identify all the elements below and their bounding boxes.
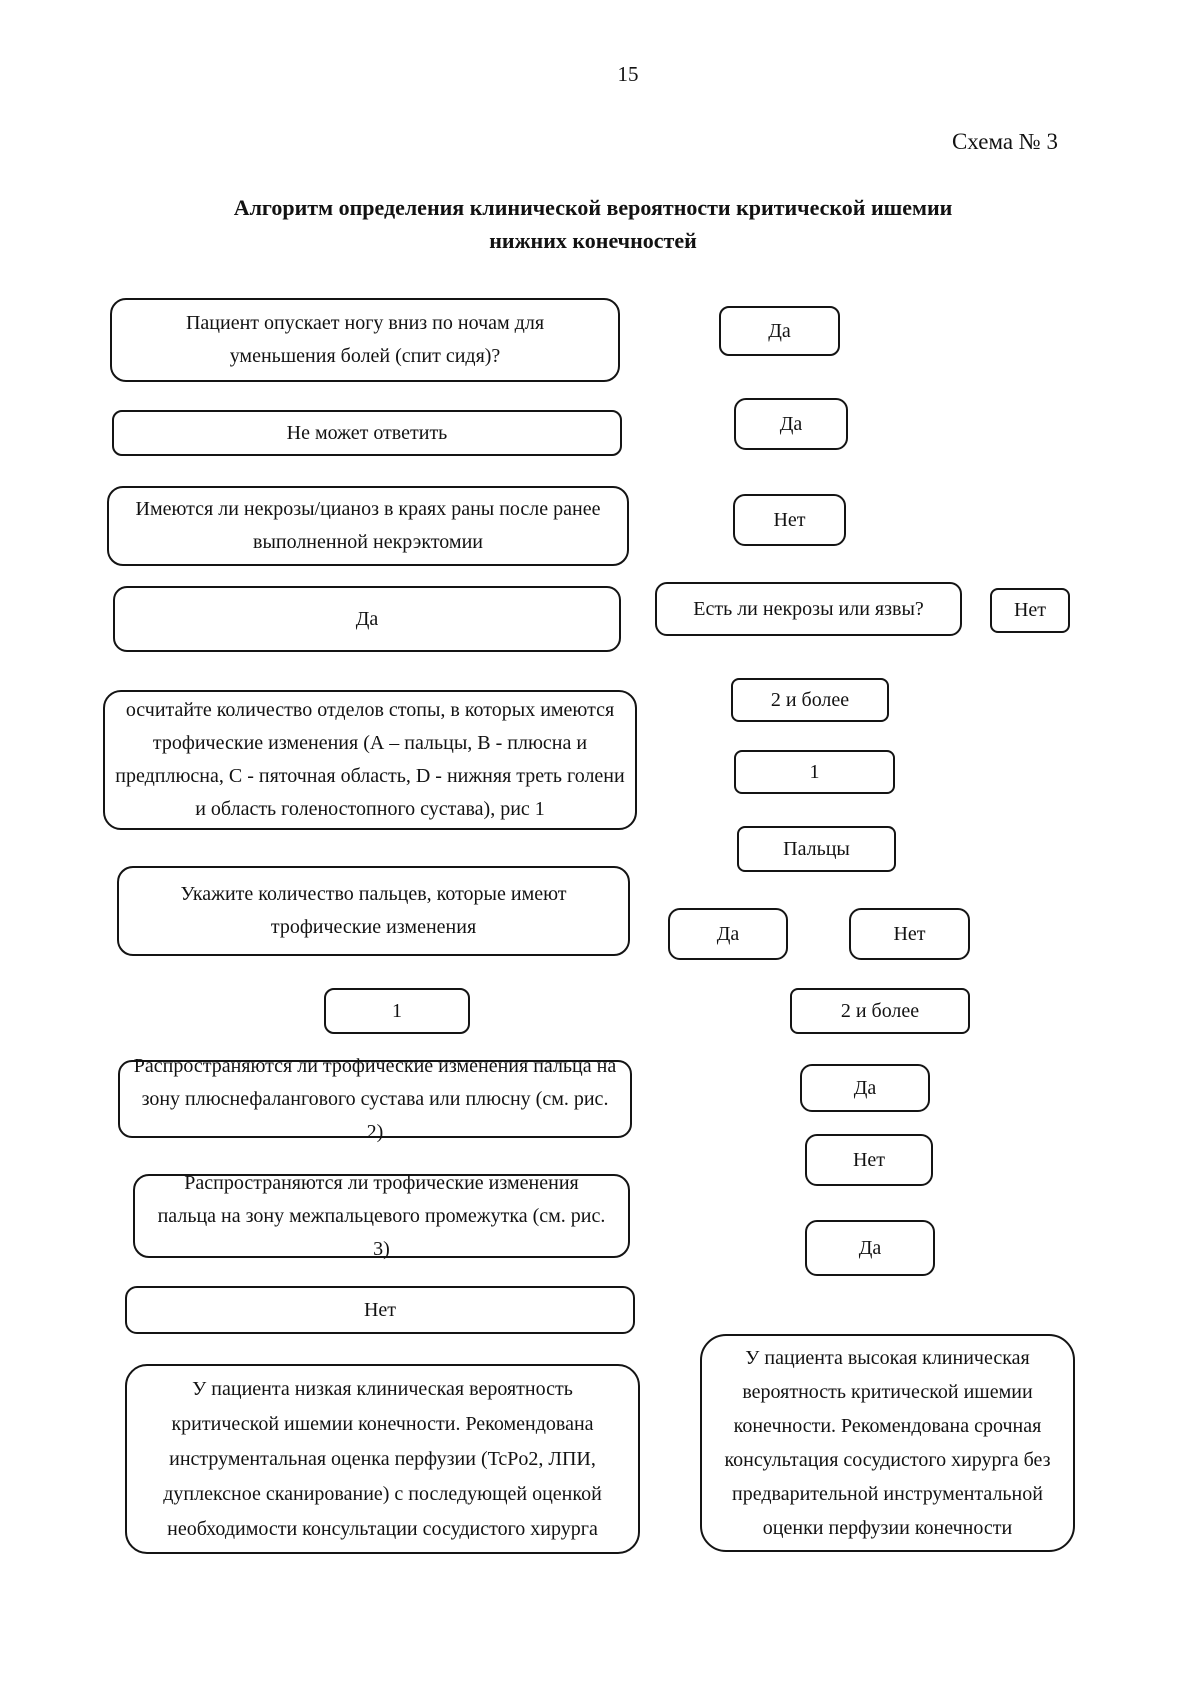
flowchart-box-night-pain-question: Пациент опускает ногу вниз по ночам для … — [110, 298, 620, 382]
flowchart-box-one: 1 — [324, 988, 470, 1034]
flowchart-box-necrosis-or-ulcers-question: Есть ли некрозы или язвы? — [655, 582, 962, 636]
flowchart-box-answer-yes-4: Да — [800, 1064, 930, 1112]
flowchart-box-answer-yes-3: Да — [668, 908, 788, 960]
flowchart-box-spread-metatarsal-question: Распространяются ли трофические изменени… — [118, 1055, 632, 1143]
flowchart-box-necrosis-wound-edges-question: Имеются ли некрозы/цианоз в краях раны п… — [107, 486, 629, 566]
flowchart-box-no-wide: Нет — [125, 1286, 635, 1334]
flowchart-box-two-or-more-2: 2 и более — [790, 988, 970, 1034]
diagram-title-line1: Алгоритм определения клинической вероятн… — [233, 195, 953, 220]
flowchart-box-yes-wide: Да — [113, 586, 621, 652]
flowchart-box-answer-yes-5: Да — [805, 1220, 935, 1276]
flowchart-box-cannot-answer: Не может ответить — [112, 410, 622, 456]
flowchart-box-two-or-more-1: 2 и более — [731, 678, 889, 722]
flowchart-box-answer-no-2: Нет — [990, 588, 1070, 633]
flowchart-box-one-option: 1 — [734, 750, 895, 794]
flowchart-box-answer-no-1: Нет — [733, 494, 846, 546]
flowchart-box-answer-no-3: Нет — [849, 908, 970, 960]
scheme-label: Схема № 3 — [951, 129, 1058, 154]
flowchart-box-answer-yes-2: Да — [734, 398, 848, 450]
flowchart-box-outcome-low-probability: У пациента низкая клиническая вероятност… — [125, 1364, 640, 1554]
diagram-title-line2: нижних конечностей — [489, 228, 697, 253]
flowchart-box-answer-yes-1: Да — [719, 306, 840, 356]
page-number: 15 — [617, 62, 639, 86]
diagram-title: Алгоритм определения клинической вероятн… — [0, 191, 1186, 257]
flowchart-box-count-foot-sections: осчитайте количество отделов стопы, в ко… — [103, 690, 637, 830]
flowchart-box-answer-no-4: Нет — [805, 1134, 933, 1186]
flowchart-box-count-toes: Укажите количество пальцев, которые имею… — [117, 866, 630, 956]
flowchart-box-spread-interdigital-question: Распространяются ли трофические изменени… — [133, 1172, 630, 1260]
flowchart-box-outcome-high-probability: У пациента высокая клиническая вероятнос… — [700, 1334, 1075, 1552]
flowchart-box-toes: Пальцы — [737, 826, 896, 872]
